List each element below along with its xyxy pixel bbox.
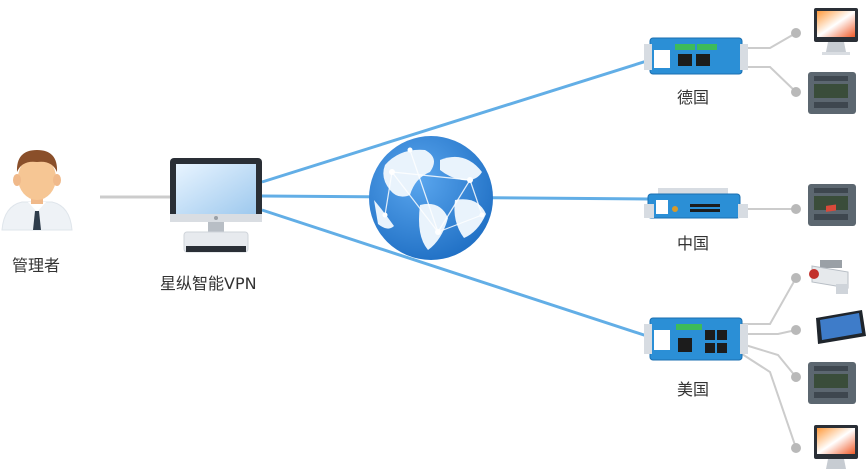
imac-icon [814,425,858,469]
monitor-icon [170,158,262,253]
admin-label: 管理者 [12,256,61,275]
link-germany [261,58,651,184]
china-label: 中国 [677,234,710,253]
plc-icon [808,184,856,226]
router-icon [644,37,748,75]
router-icon [644,317,748,361]
usa-label: 美国 [677,380,710,399]
connector-nodes [791,28,801,453]
imac-icon [814,8,858,55]
link-usa [261,208,651,339]
vpn-label: 星纵智能VPN [160,274,257,293]
germany-label: 德国 [677,88,710,107]
globe-icon [369,136,493,260]
tablet-icon [816,204,866,344]
plc-icon [808,72,856,114]
device-connectors [741,32,797,449]
plc-icon [808,362,856,404]
router-icon [644,188,748,219]
cctv-camera-icon [809,260,849,294]
person-icon [1,150,73,231]
